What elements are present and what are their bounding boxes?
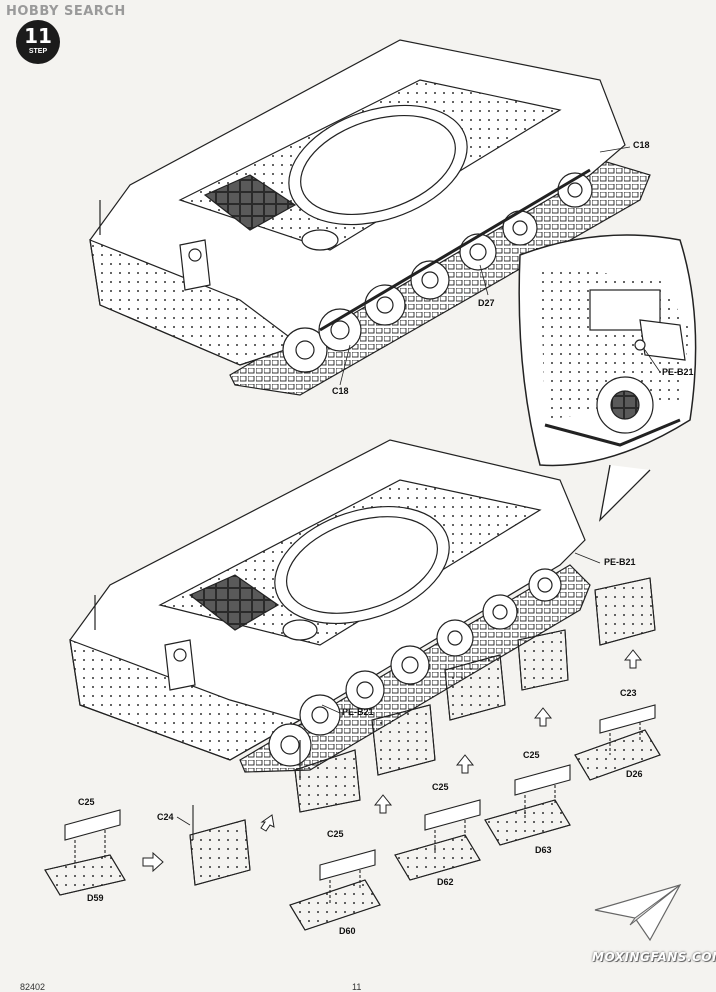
label-c25-b: C25 (327, 829, 344, 839)
label-c25-a: C25 (78, 797, 95, 807)
step-label: STEP (28, 48, 48, 55)
plate-d26 (574, 729, 661, 781)
plate-d63 (484, 799, 571, 846)
label-pe-b21-inset: PE-B21 (662, 367, 694, 377)
step-badge: 11 STEP (16, 20, 60, 64)
label-c25-d: C25 (523, 750, 540, 760)
hull-middle (69, 439, 591, 780)
page-number: 11 (352, 982, 362, 992)
sub-assemblies (44, 704, 661, 931)
label-c18-bottom: C18 (332, 386, 349, 396)
page-code: 82402 (20, 982, 46, 992)
skirt-panels (189, 577, 656, 886)
bracket-c25-d (514, 764, 571, 796)
label-c23: C23 (620, 688, 637, 698)
step-number: 11 (24, 24, 52, 48)
label-d62: D62 (437, 877, 454, 887)
watermark-moxingfans: MOXINGFANS.COM (592, 950, 716, 964)
hull-top (89, 39, 651, 396)
label-c24: C24 (157, 812, 174, 822)
watermark-hobby-search: HOBBY SEARCH (6, 4, 126, 19)
turret-ring-mid (274, 505, 450, 625)
grille-mid (188, 574, 280, 631)
bracket-c25-b (319, 849, 376, 881)
label-pe-b21-right: PE-B21 (604, 557, 636, 567)
label-d27: D27 (478, 298, 495, 308)
plate-d62 (394, 834, 481, 881)
label-c18-top: C18 (633, 140, 650, 150)
label-d59: D59 (87, 893, 104, 903)
label-d26: D26 (626, 769, 643, 779)
paper-plane-logo-icon (594, 884, 682, 942)
label-d60: D60 (339, 926, 356, 936)
grille-top (203, 174, 297, 231)
label-pe-b21-left: PE-B21 (342, 707, 374, 717)
detail-inset (518, 234, 697, 522)
bracket-c25-a (64, 809, 121, 841)
plate-d60 (289, 879, 381, 931)
bracket-c23 (599, 704, 656, 734)
label-d63: D63 (535, 845, 552, 855)
leader-lines (176, 146, 661, 826)
assembly-arrows (142, 649, 643, 873)
turret-ring-top (288, 104, 468, 226)
label-c25-c: C25 (432, 782, 449, 792)
bracket-c25-c (424, 799, 481, 831)
